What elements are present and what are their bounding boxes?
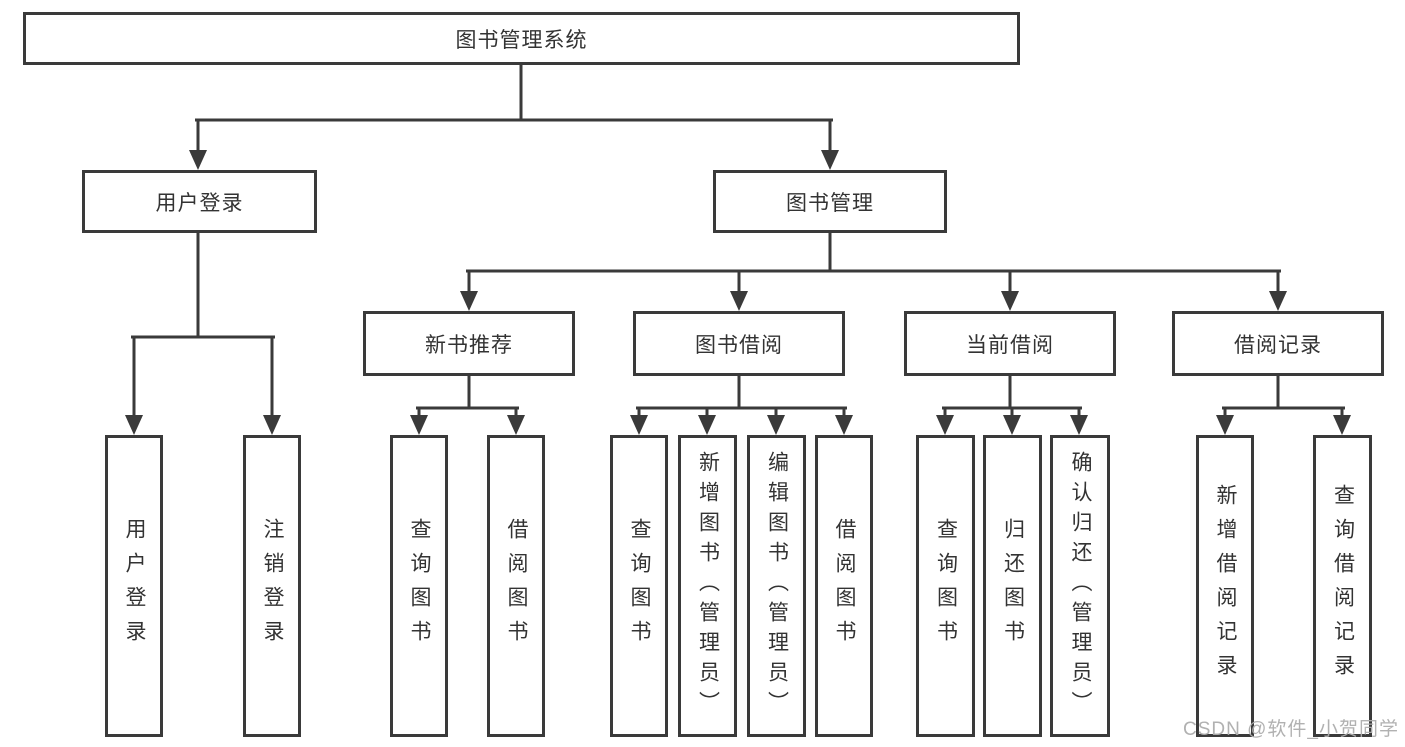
node-leaf-return-book-label: 归还图书 bbox=[1001, 518, 1025, 654]
node-leaf-logout: 注销登录 bbox=[243, 435, 301, 737]
node-book-management-label: 图书管理 bbox=[786, 191, 874, 215]
node-leaf-confirm-return-admin-label: 确认归还（管理员） bbox=[1069, 451, 1092, 721]
node-user-login-label: 用户登录 bbox=[155, 191, 244, 215]
node-leaf-query-borrow-record-label: 查询借阅记录 bbox=[1331, 484, 1355, 688]
node-new-book-recommend-label: 新书推荐 bbox=[425, 333, 513, 357]
node-leaf-borrow-books-recommend: 借阅图书 bbox=[487, 435, 545, 737]
node-leaf-borrow-books: 借阅图书 bbox=[815, 435, 873, 737]
node-current-borrow-label: 当前借阅 bbox=[966, 333, 1054, 357]
node-leaf-confirm-return-admin: 确认归还（管理员） bbox=[1050, 435, 1110, 737]
node-leaf-borrow-books-recommend-label: 借阅图书 bbox=[505, 518, 528, 654]
node-leaf-add-book-admin-label: 新增图书（管理员） bbox=[696, 451, 720, 721]
node-leaf-return-book: 归还图书 bbox=[983, 435, 1042, 737]
node-leaf-query-books-borrow: 查询图书 bbox=[610, 435, 668, 737]
node-leaf-edit-book-admin-label: 编辑图书（管理员） bbox=[765, 451, 789, 721]
node-leaf-user-login: 用户登录 bbox=[105, 435, 163, 737]
node-leaf-query-books-current: 查询图书 bbox=[916, 435, 975, 737]
node-leaf-logout-label: 注销登录 bbox=[261, 518, 284, 654]
node-leaf-borrow-books-label: 借阅图书 bbox=[833, 518, 856, 654]
node-leaf-add-borrow-record: 新增借阅记录 bbox=[1196, 435, 1254, 737]
node-book-management: 图书管理 bbox=[713, 170, 947, 233]
node-leaf-query-books-recommend: 查询图书 bbox=[390, 435, 448, 737]
node-book-borrow: 图书借阅 bbox=[633, 311, 845, 376]
node-borrow-records-label: 借阅记录 bbox=[1234, 333, 1322, 357]
node-user-login: 用户登录 bbox=[82, 170, 317, 233]
node-leaf-edit-book-admin: 编辑图书（管理员） bbox=[747, 435, 806, 737]
node-root: 图书管理系统 bbox=[23, 12, 1020, 65]
node-leaf-query-books-borrow-label: 查询图书 bbox=[628, 518, 651, 654]
node-new-book-recommend: 新书推荐 bbox=[363, 311, 575, 376]
node-book-borrow-label: 图书借阅 bbox=[695, 333, 783, 357]
node-root-label: 图书管理系统 bbox=[455, 28, 588, 52]
node-leaf-query-books-recommend-label: 查询图书 bbox=[408, 518, 431, 654]
node-leaf-query-books-current-label: 查询图书 bbox=[934, 518, 958, 654]
node-leaf-user-login-label: 用户登录 bbox=[123, 518, 146, 654]
node-current-borrow: 当前借阅 bbox=[904, 311, 1116, 376]
node-leaf-query-borrow-record: 查询借阅记录 bbox=[1313, 435, 1372, 737]
node-leaf-add-borrow-record-label: 新增借阅记录 bbox=[1214, 484, 1237, 688]
node-borrow-records: 借阅记录 bbox=[1172, 311, 1384, 376]
node-leaf-add-book-admin: 新增图书（管理员） bbox=[678, 435, 737, 737]
